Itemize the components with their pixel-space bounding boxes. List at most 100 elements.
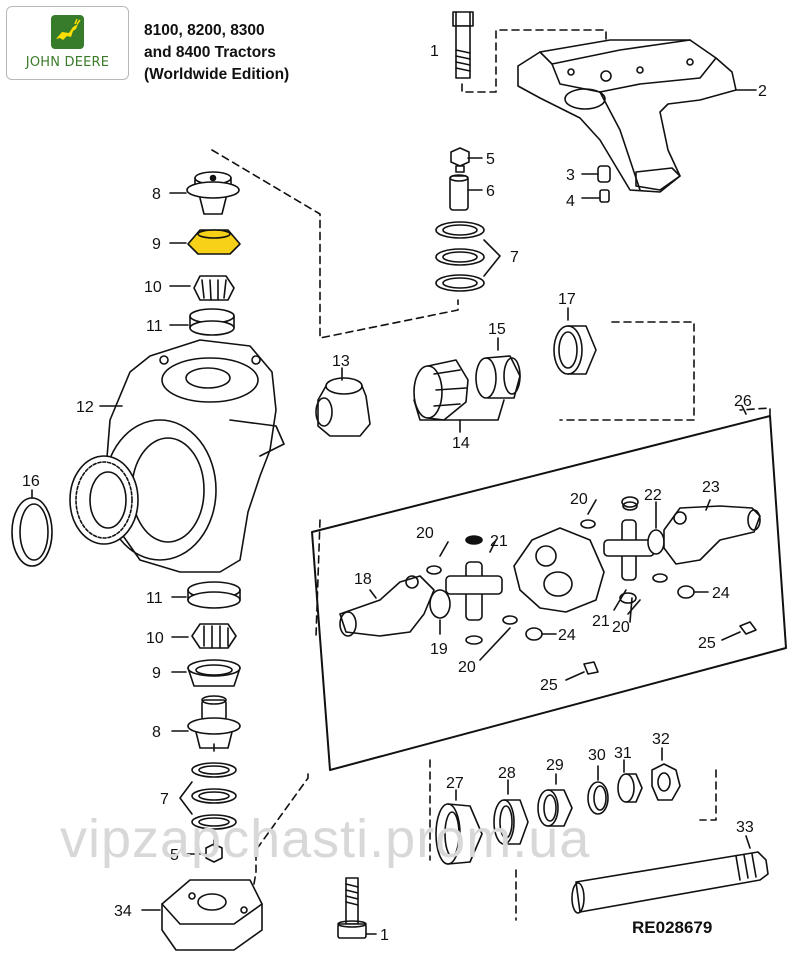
callout-7-bottom: 7 — [160, 791, 169, 808]
callout-17: 17 — [558, 291, 576, 308]
callout-25-a: 25 — [698, 635, 716, 652]
callout-34: 34 — [114, 903, 132, 920]
callout-20-a: 20 — [570, 491, 588, 508]
callout-12: 12 — [76, 399, 94, 416]
nut-part-32 — [651, 763, 681, 801]
callout-10-bottom: 10 — [146, 630, 164, 647]
reference-code: RE028679 — [632, 918, 713, 937]
callout-19: 19 — [430, 641, 448, 658]
bearing-cone-part-10-top — [193, 275, 235, 301]
pin-part-3 — [597, 165, 611, 183]
bushing-part-15 — [475, 355, 521, 399]
callout-23: 23 — [702, 479, 720, 496]
callout-4: 4 — [566, 193, 575, 210]
diagram-title: 8100, 8200, 8300 and 8400 Tractors (Worl… — [144, 20, 289, 86]
snap-ring-part-30 — [587, 781, 609, 815]
cross-part-21-right — [603, 496, 655, 604]
bearing-cone-part-10-bottom — [191, 623, 237, 649]
callout-20-c: 20 — [612, 619, 630, 636]
brand-name: JOHN DEERE — [25, 55, 110, 70]
center-yoke-body — [513, 527, 605, 613]
callout-1-top: 1 — [430, 43, 439, 60]
seal-part-27 — [435, 803, 483, 865]
grease-fitting-part-5-top — [450, 147, 470, 173]
bearing-cup-part-9-top-highlighted — [187, 229, 241, 255]
callout-29: 29 — [546, 757, 564, 774]
callout-7-top: 7 — [510, 249, 519, 266]
spline-ring-gear — [69, 455, 139, 545]
callout-5-top: 5 — [486, 151, 495, 168]
callout-9-top: 9 — [152, 236, 161, 253]
callout-24-a: 24 — [712, 585, 730, 602]
bearing-part-29 — [537, 789, 573, 827]
callout-9-bottom: 9 — [152, 665, 161, 682]
callout-8-top: 8 — [152, 186, 161, 203]
callout-30: 30 — [588, 747, 606, 764]
pin-part-24-b — [525, 627, 543, 641]
grease-fitting-part-25-a — [739, 621, 757, 635]
sleeve-part-6 — [449, 174, 469, 211]
snap-ring-part-20-group — [426, 501, 668, 625]
callout-2: 2 — [758, 83, 767, 100]
watermark-text: vipzapchasti.prom.ua — [60, 809, 591, 869]
callout-33: 33 — [736, 819, 754, 836]
deer-emblem-icon — [51, 15, 84, 49]
john-deere-logo: JOHN DEERE — [6, 6, 129, 80]
cover-plate-part-34 — [161, 879, 263, 951]
ring-part-22 — [647, 529, 665, 555]
bracket-part-2 — [517, 39, 737, 193]
callout-1-bottom: 1 — [380, 927, 389, 944]
washer-part-31 — [617, 773, 643, 803]
callout-15: 15 — [488, 321, 506, 338]
callout-20-b: 20 — [416, 525, 434, 542]
bearing-ring-part-17 — [553, 325, 597, 375]
yoke-part-18 — [339, 575, 435, 637]
callout-32: 32 — [652, 731, 670, 748]
callout-25-b: 25 — [540, 677, 558, 694]
callout-11-bottom: 11 — [146, 590, 163, 607]
callout-31: 31 — [614, 745, 632, 762]
callout-3: 3 — [566, 167, 575, 184]
callout-14: 14 — [452, 435, 470, 452]
grease-fitting-part-25-b — [583, 661, 599, 675]
bolt-part-1-top — [452, 11, 474, 79]
shim-set-part-7-top — [435, 221, 485, 292]
seal-part-11-top — [189, 308, 235, 336]
pin-part-4 — [599, 189, 610, 203]
callout-28: 28 — [498, 765, 516, 782]
seal-ring-part-16 — [11, 497, 53, 567]
u-joint-assembly-box-part-26 — [311, 407, 787, 771]
callout-13: 13 — [332, 353, 350, 370]
callout-20-d: 20 — [458, 659, 476, 676]
callout-27: 27 — [446, 775, 464, 792]
seal-part-11-bottom — [187, 581, 241, 609]
ring-part-28 — [493, 799, 529, 845]
title-line-3: (Worldwide Edition) — [144, 66, 290, 83]
steering-housing-part-12 — [103, 339, 285, 573]
callout-8-bottom: 8 — [152, 724, 161, 741]
cap-part-8-top — [186, 171, 240, 215]
shim-set-part-7-bottom — [191, 762, 237, 830]
spacer-part-14 — [413, 359, 469, 421]
callout-21-b: 21 — [592, 613, 610, 630]
title-line-2: and 8400 Tractors — [144, 44, 276, 61]
callout-6: 6 — [486, 183, 495, 200]
bushing-part-13 — [315, 377, 371, 437]
cap-part-8-bottom — [187, 695, 241, 749]
callout-21-a: 21 — [490, 533, 508, 550]
callout-18: 18 — [354, 571, 372, 588]
pin-part-24-a — [677, 585, 695, 599]
callout-10-top: 10 — [144, 279, 162, 296]
bolt-part-1-bottom — [337, 877, 367, 939]
cross-part-21-left — [445, 535, 503, 645]
callout-5-bottom: 5 — [170, 847, 179, 864]
bearing-cup-part-9-bottom — [187, 659, 241, 687]
title-line-1: 8100, 8200, 8300 — [144, 22, 265, 39]
callout-11-top: 11 — [146, 318, 163, 335]
yoke-part-23 — [663, 505, 761, 565]
callout-labels: 1 2 3 4 5 6 7 8 9 10 11 12 13 14 15 16 1… — [22, 43, 767, 944]
callout-24-b: 24 — [558, 627, 576, 644]
callout-16: 16 — [22, 473, 40, 490]
